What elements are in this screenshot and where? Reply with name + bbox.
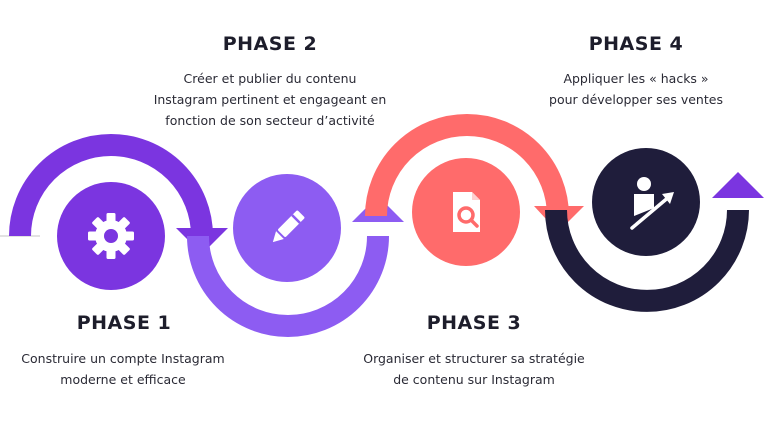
phase-4-title: PHASE 4: [588, 33, 684, 55]
phase-2-line-1: Créer et publier du contenu: [183, 71, 357, 86]
phase-1-line-2: moderne et efficace: [60, 372, 186, 387]
person-growth-icon: [630, 177, 674, 230]
phase-1-title: PHASE 1: [76, 312, 172, 334]
phase-4-arc: [545, 209, 749, 312]
phase-4-arrowhead: [712, 172, 764, 198]
phase-2-line-3: fonction de son secteur d’activité: [165, 113, 375, 128]
phase-3-title: PHASE 3: [426, 312, 522, 334]
phase-2-description: Créer et publier du contenu Instagram pe…: [130, 68, 410, 131]
phase-1-arc: [9, 134, 213, 237]
phase-2-arc: [187, 235, 389, 337]
phase-1-line-1: Construire un compte Instagram: [21, 351, 225, 366]
phase-3-line-2: de contenu sur Instagram: [393, 372, 555, 387]
phase-3-arc: [365, 114, 569, 217]
phase-4-description: Appliquer les « hacks » pour développer …: [524, 68, 748, 110]
phase-3-description: Organiser et structurer sa stratégie de …: [334, 348, 614, 390]
document-search-icon: [453, 192, 480, 232]
phase-3-line-1: Organiser et structurer sa stratégie: [363, 351, 585, 366]
phase-4-line-2: pour développer ses ventes: [549, 92, 723, 107]
phase-1-description: Construire un compte Instagram moderne e…: [0, 348, 246, 390]
phase-4-line-1: Appliquer les « hacks »: [563, 71, 709, 86]
phase-2-line-2: Instagram pertinent et engageant en: [153, 92, 387, 107]
gear-icon: [88, 213, 134, 259]
phase-2-title: PHASE 2: [222, 33, 318, 55]
pencil-icon: [272, 210, 305, 243]
